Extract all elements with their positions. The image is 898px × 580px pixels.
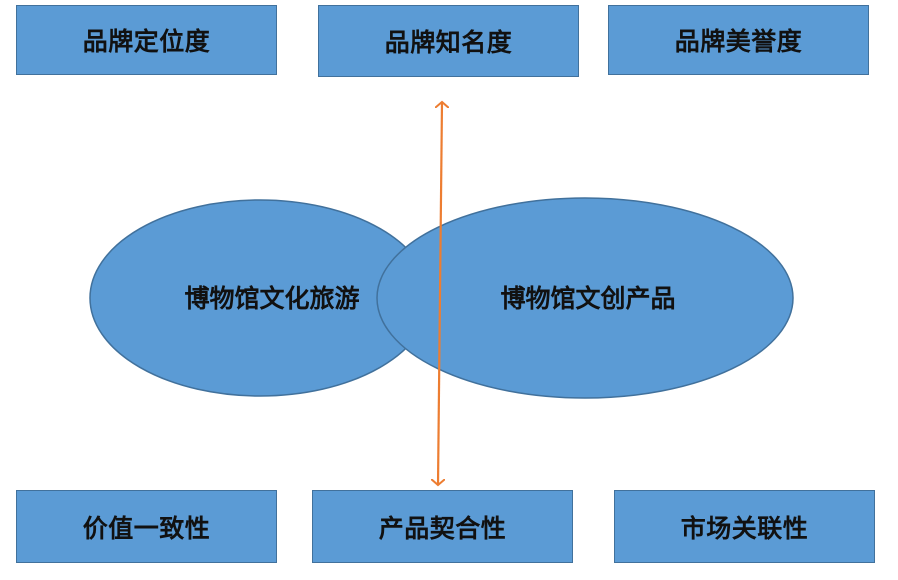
- museum-tourism-label: 博物馆文化旅游: [184, 284, 359, 313]
- brand-positioning-box: 品牌定位度: [16, 5, 277, 75]
- market-relevance-box: 市场关联性: [614, 490, 875, 563]
- product-fit-label: 产品契合性: [378, 513, 507, 543]
- value-consistency-box: 价值一致性: [16, 490, 277, 563]
- product-fit-box: 产品契合性: [312, 490, 573, 563]
- market-relevance-label: 市场关联性: [680, 513, 809, 543]
- museum-products-ellipse: [376, 197, 794, 399]
- brand-reputation-label: 品牌美誉度: [674, 27, 803, 56]
- vertical-double-arrow: [438, 102, 442, 485]
- brand-positioning-label: 品牌定位度: [82, 27, 211, 56]
- brand-awareness-box: 品牌知名度: [318, 5, 579, 77]
- value-consistency-label: 价值一致性: [82, 513, 211, 543]
- brand-reputation-box: 品牌美誉度: [608, 5, 869, 75]
- museum-products-label: 博物馆文创产品: [500, 284, 675, 313]
- brand-awareness-label: 品牌知名度: [384, 28, 513, 57]
